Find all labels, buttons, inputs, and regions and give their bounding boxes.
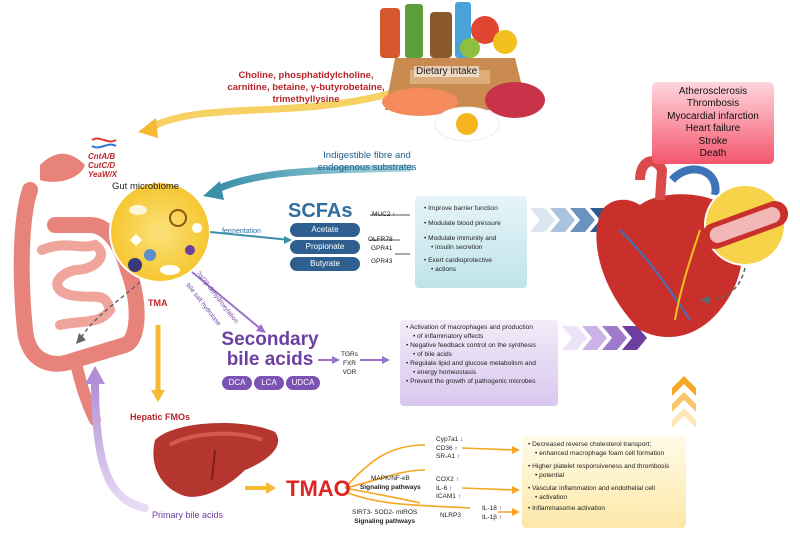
bile-receptor: VDR: [342, 369, 357, 376]
liver-icon: [153, 422, 279, 497]
tmao-pathway-line: SIRT3- SOD2- mtROS: [352, 509, 418, 516]
gut-microbiome-icon: [109, 181, 211, 283]
artery-icon: [701, 184, 789, 266]
tmao-effect-cont: activation: [528, 493, 684, 502]
disease-item: Myocardial infarction: [667, 110, 759, 122]
scfa-effect-cont: insulin secretion: [424, 243, 524, 252]
tmao-nlrp3: NLRP3: [440, 512, 461, 519]
bile-effect: Regulate lipid and glucose metabolism an…: [406, 359, 556, 368]
fibre-line: endogenous substrates: [317, 162, 417, 173]
bile-effects-list: Activation of macrophages and production…: [406, 323, 556, 386]
scfa-item-propionate: Propionate: [290, 240, 360, 254]
scfa-effect: Modulate blood pressure: [424, 219, 524, 228]
scfa-effect: Improve barrier function: [424, 204, 524, 213]
scfa-item-butyrate: Butyrate: [290, 257, 360, 271]
disease-list: Atherosclerosis Thrombosis Myocardial in…: [652, 86, 774, 160]
fermentation-label: fermentation: [222, 228, 261, 235]
disease-item: Death: [699, 148, 727, 160]
scfa-effects-list: Improve barrier function Modulate blood …: [424, 204, 524, 274]
intestine-icon: [13, 153, 145, 426]
bile-effect-cont: of bile acids: [406, 350, 556, 359]
tmao-pathway2: SIRT3- SOD2- mtROS Signaling pathways: [352, 508, 417, 526]
bile-receptor: TGRs: [341, 351, 358, 358]
scfa-effect: Modulate immunity and: [424, 234, 524, 243]
tmao-marker: ICAM1 ↑: [436, 493, 461, 500]
bile-receptor: FXR: [342, 360, 356, 367]
bile-effect: Negative feedback control on the synthes…: [406, 341, 556, 350]
tmao-cytokine: IL-1β ↑: [482, 513, 502, 521]
tmao-effect-cont: potential: [528, 471, 684, 480]
fibre-line: Indigestible fibre and: [323, 150, 411, 161]
tmao-pathway1: MAPK/NF-κB Signaling pathways: [360, 474, 421, 492]
tmao-effect: Higher platelet responsiveness and throm…: [528, 462, 684, 471]
tmao-marker: Cyp7a1 ↓: [436, 436, 464, 443]
scfa-effect-cont: actions: [424, 265, 524, 274]
tmao-marker: CD36 ↑: [436, 444, 458, 452]
chevron-arrows-purple-icon: [562, 326, 647, 350]
bile-effect-cont: energy homeostasis: [406, 368, 556, 377]
tmao-group2: COX2 ↑ IL-6 ↑ ICAM1 ↑: [436, 476, 461, 502]
tmao-marker: COX2 ↑: [436, 476, 459, 483]
bile-type-lca: LCA: [254, 376, 284, 390]
dietary-intake-label: Dietary intake: [414, 66, 480, 77]
bile-type-udca: UDCA: [286, 376, 320, 390]
scfa-receptor-muc2: MUC2 ↑: [372, 211, 396, 218]
tmao-title: TMAO: [286, 476, 351, 501]
tmao-marker: SR-A1 ↑: [436, 453, 461, 460]
fibre-label: Indigestible fibre and endogenous substr…: [302, 150, 432, 174]
bile-type-dca: DCA: [222, 376, 252, 390]
gut-microbiome-label: Gut microbiome: [112, 181, 180, 192]
bile-effect-cont: of inflammatory effects: [406, 332, 556, 341]
chevron-arrows-orange-icon: [672, 376, 696, 428]
nutrient-line: trimethyllysine: [272, 94, 340, 105]
tmao-cytokine: IL-18 ↑: [482, 505, 502, 512]
nutrient-line: Choline, phosphatidylcholine,: [238, 70, 374, 81]
secondary-bile-title: Secondary bile acids: [218, 330, 322, 370]
tmao-effect-cont: enhanced macrophage foam cell formation: [528, 449, 684, 458]
tmao-effect: Vascular inflammation and endothelial ce…: [528, 484, 684, 493]
primary-bile-label: Primary bile acids: [152, 510, 224, 520]
tmao-pathway-line: Signaling pathways: [360, 484, 421, 491]
secondary-bile-title-line: Secondary: [221, 329, 319, 350]
disease-item: Heart failure: [685, 123, 741, 135]
scfa-effect: Exert cardioprotective: [424, 256, 524, 265]
gene-label: CntA/B: [88, 152, 116, 161]
dna-icon: [91, 137, 117, 149]
nutrient-list: Choline, phosphatidylcholine, carnitine,…: [216, 70, 396, 106]
tmao-pathway-line: Signaling pathways: [354, 518, 415, 525]
bile-effect: Activation of macrophages and production: [406, 323, 556, 332]
gene-label: YeaW/X: [88, 170, 118, 179]
tmao-marker: IL-6 ↑: [436, 484, 453, 492]
tmao-pathway-line: MAPK/NF-κB: [371, 475, 410, 482]
scfa-receptor-gpr43: GPR43: [371, 258, 393, 265]
tmao-group1: Cyp7a1 ↓ CD36 ↑ SR-A1 ↑: [436, 436, 463, 462]
tmao-effects-list: Decreased reverse cholesterol transport;…: [528, 440, 684, 513]
bile-effect: Prevent the growth of pathogenic microbe…: [406, 377, 556, 386]
gene-list: CntA/B CutC/D YeaW/X: [88, 152, 117, 179]
disease-item: Atherosclerosis: [678, 86, 748, 97]
bile-receptors: TGRs FXR VDR: [341, 350, 358, 377]
nutrient-line: carnitine, betaine, γ-butyrobetaine,: [227, 82, 385, 93]
scfa-receptor-gpr41: GPR41: [371, 245, 393, 252]
tma-label: TMA: [148, 298, 168, 308]
scfa-title: SCFAs: [288, 200, 353, 222]
disease-box: [652, 82, 774, 164]
disease-item: Stroke: [698, 135, 728, 147]
hepatic-fmos-label: Hepatic FMOs: [130, 412, 191, 422]
secondary-bile-title-line: bile acids: [226, 349, 314, 370]
tmao-effect: Decreased reverse cholesterol transport;: [528, 440, 684, 449]
disease-item: Thrombosis: [686, 98, 740, 110]
tmao-effect: Inflammasome activation: [528, 504, 684, 513]
gene-label: CutC/D: [88, 161, 116, 170]
tmao-cytokines: IL-18 ↑ IL-1β ↑: [482, 505, 502, 522]
scfa-receptor-olfr78: OLFR78: [368, 236, 393, 243]
scfa-item-acetate: Acetate: [290, 223, 360, 237]
